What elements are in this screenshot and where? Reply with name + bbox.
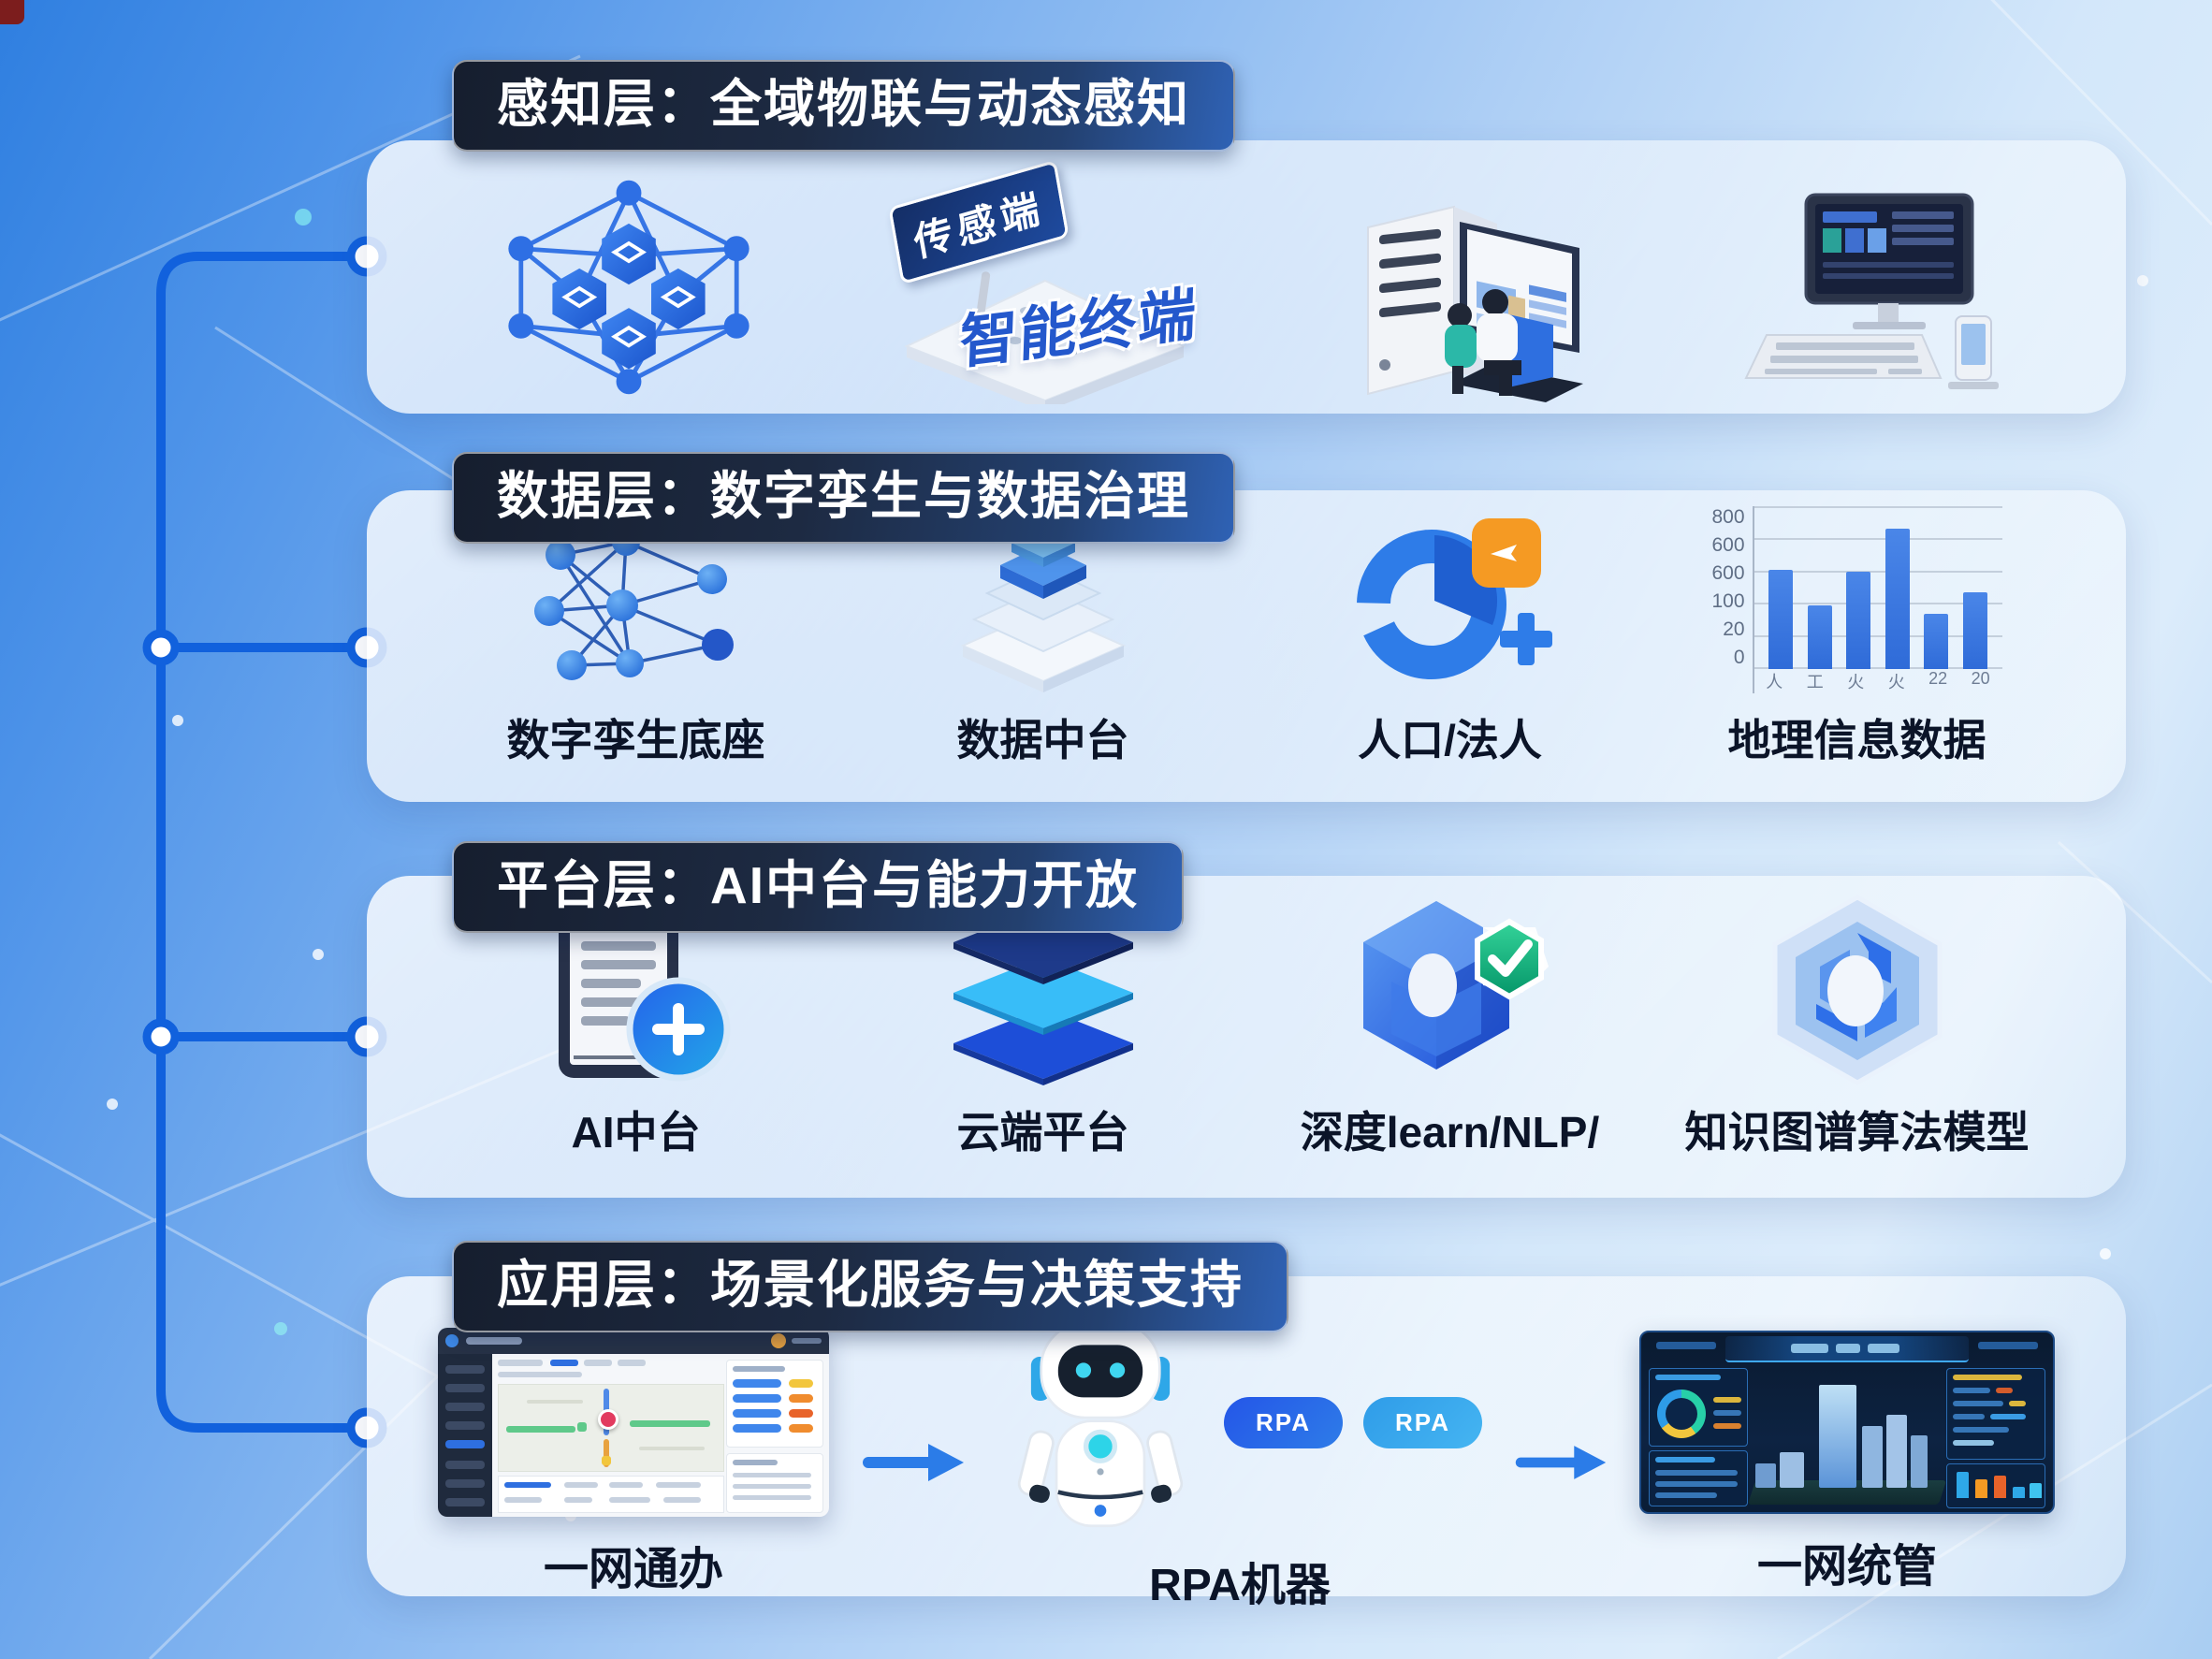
geo-chart-gridlines [1754,506,2002,669]
flow-arrow-icon [1515,1446,1607,1479]
item-ai-middle-platform: AI中台 [432,898,839,1160]
connector-trunk-node-2 [142,629,180,666]
rpa-robot-icon [1017,1320,1184,1527]
dashboard-map-area [498,1360,725,1513]
item-data-middle-platform: 数据中台 [839,520,1246,768]
iot-hexagon-network-icon [508,180,749,395]
ai-tablet-plus-icon [558,906,730,1082]
rpa-pill-1: RPA [1224,1396,1343,1448]
rpa-pill-2: RPA [1363,1396,1482,1448]
section-title-data: 数据层：数字孪生与数据治理 [452,452,1236,545]
city-dashboard-illustration [1638,1331,2055,1514]
item-city-dashboard: 一网统管 [1638,1331,2055,1594]
item-sensor-terminal: 传感端 智能终端 [835,159,1246,404]
item-label: 深度learn/NLP/ [1300,1108,1600,1157]
item-label: 一网统管 [1756,1542,1937,1592]
corner-artifact-dot [0,0,24,24]
city-dashboard-header [1724,1336,1969,1362]
section-title-perception: 感知层：全域物联与动态感知 [452,60,1236,153]
geo-chart-bars [1754,506,2002,669]
item-label: 数据中台 [956,716,1129,764]
workstation-icon [1744,193,1999,389]
item-deep-learning: 深度learn/NLP/ [1246,894,1653,1160]
dashboard-sidebar [438,1354,493,1517]
item-workstation [1658,178,2070,398]
sensor-terminal-icon: 传感端 智能终端 [886,159,1199,404]
item-cloud-platform: 云端平台 [839,903,1246,1160]
dashboard-logo [445,1334,459,1347]
cloud-layers-icon [953,907,1133,1085]
item-label: 数字孪生底座 [506,716,765,764]
connector-trunk-node-3 [142,1018,180,1055]
knowledge-graph-icon [1772,895,1942,1085]
item-label: RPA机器 [1149,1560,1331,1610]
item-digital-twin-base: 数字孪生底座 [432,525,839,768]
item-label: AI中台 [571,1108,701,1157]
item-rpa-robot: RPA RPA RPA机器 [997,1313,1482,1613]
population-donut-icon [1356,518,1552,679]
flow-arrow-icon [863,1444,965,1481]
panel-data: 数字孪生底座 数据中台 [367,490,2126,802]
dashboard-stats-panel [726,1360,824,1513]
section-title-application: 应用层：场景化服务与决策支持 [452,1241,1289,1333]
neural-network-icon [533,528,734,680]
section-title-platform: 平台层：AI中台与能力开放 [452,841,1185,934]
avatar [771,1333,787,1348]
item-gov-dashboard: 一网通办 [438,1328,830,1597]
server-operators-icon [1367,205,1583,402]
item-label: 云端平台 [956,1108,1129,1157]
item-population-legal: 人口/法人 [1246,511,1653,768]
item-label: 地理信息数据 [1727,716,1986,764]
item-iot-network [423,175,835,400]
deep-learning-cube-icon [1362,901,1549,1070]
item-label: 人口/法人 [1358,716,1542,764]
gov-dashboard-illustration [438,1328,830,1517]
panel-perception: 传感端 智能终端 [367,140,2126,414]
item-label: 知识图谱算法模型 [1684,1108,2030,1157]
city-3d-model [1747,1370,1947,1505]
data-stack-icon [960,528,1126,692]
item-knowledge-graph: 知识图谱算法模型 [1653,894,2060,1160]
item-label: 一网通办 [544,1545,724,1594]
item-server-operators [1246,173,1658,402]
